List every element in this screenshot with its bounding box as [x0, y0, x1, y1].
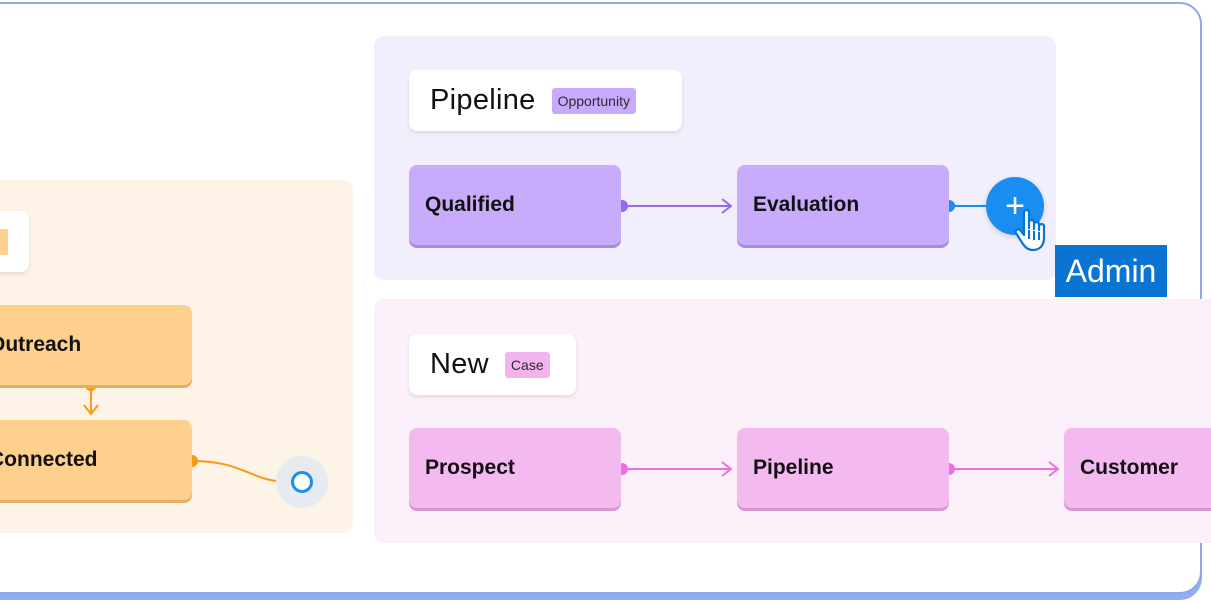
- node-prospect-label: Prospect: [425, 456, 515, 479]
- arrowhead-evaluation: [721, 198, 733, 214]
- node-outreach-label: Outreach: [0, 333, 82, 356]
- end-node-handle[interactable]: [291, 471, 313, 493]
- pipeline-group-tag: Opportunity: [551, 87, 636, 114]
- admin-cursor-badge: Admin: [1055, 245, 1167, 297]
- arrowhead-pipeline: [721, 461, 733, 477]
- node-qualified[interactable]: Qualified: [409, 165, 621, 245]
- arrowhead-connected: [83, 404, 99, 416]
- outreach-group-tag: [0, 229, 8, 255]
- plus-icon: +: [1005, 186, 1025, 225]
- case-group-title: New: [430, 348, 489, 380]
- node-evaluation[interactable]: Evaluation: [737, 165, 949, 245]
- node-evaluation-label: Evaluation: [753, 193, 860, 216]
- arrowhead-customer: [1048, 461, 1060, 477]
- node-outreach[interactable]: Outreach: [0, 305, 192, 385]
- node-pipeline[interactable]: Pipeline: [737, 428, 949, 508]
- node-customer-label: Customer: [1080, 456, 1179, 479]
- node-pipeline-label: Pipeline: [753, 456, 834, 479]
- outreach-group-header[interactable]: [0, 211, 29, 272]
- pipeline-group-title: Pipeline: [430, 84, 536, 116]
- hand-pointer-icon: [1014, 209, 1046, 252]
- node-prospect[interactable]: Prospect: [409, 428, 621, 508]
- pipeline-group-header[interactable]: Pipeline Opportunity: [409, 70, 682, 131]
- node-customer[interactable]: Customer: [1064, 428, 1211, 508]
- node-connected-label: Connected: [0, 448, 98, 471]
- case-group-header[interactable]: New Case: [409, 334, 576, 395]
- case-group-tag: Case: [504, 351, 550, 378]
- node-qualified-label: Qualified: [425, 193, 515, 216]
- node-connected[interactable]: Connected: [0, 420, 192, 500]
